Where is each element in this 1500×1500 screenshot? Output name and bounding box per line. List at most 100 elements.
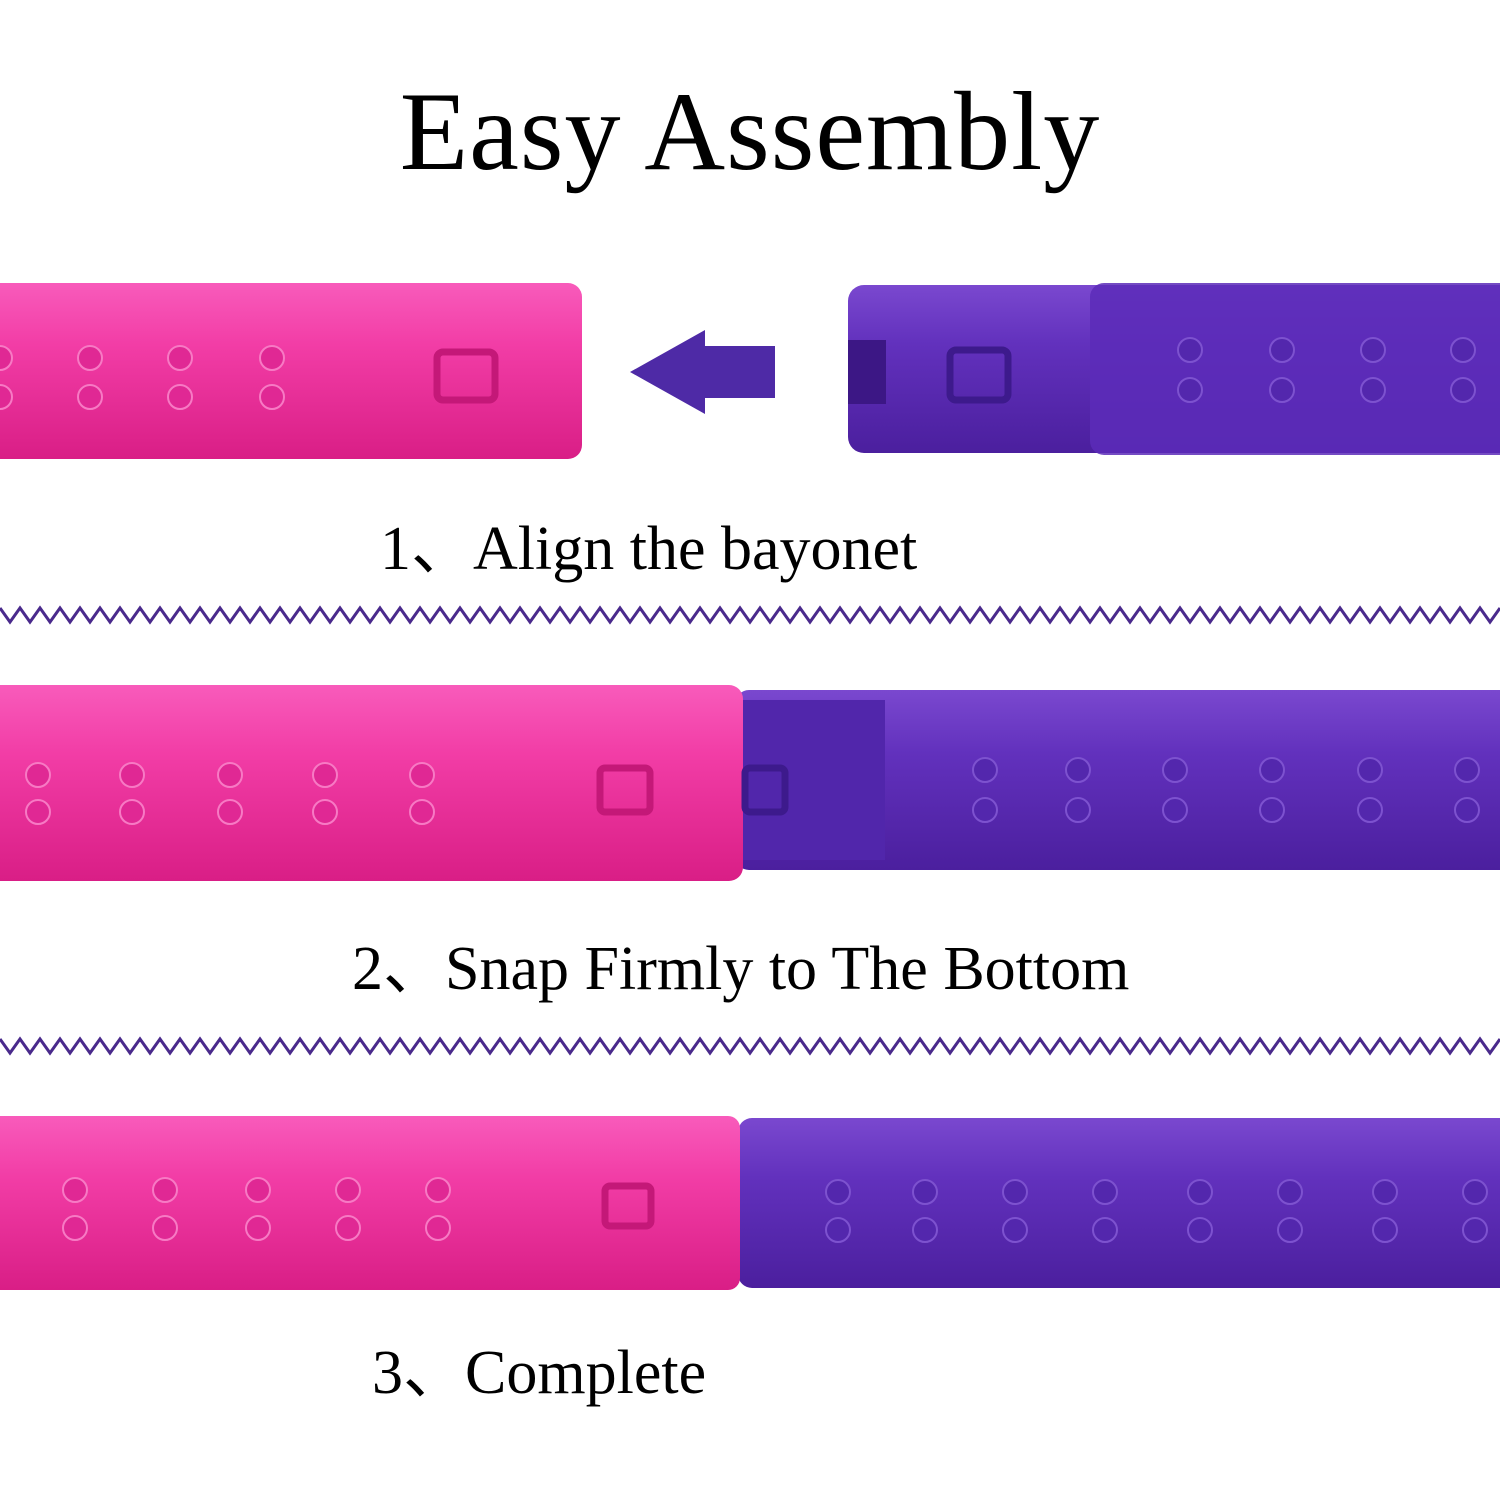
grip-dot [1092,1179,1118,1205]
step-1-label: 1、Align the bayonet [380,514,917,584]
step-text: Snap Firmly to The Bottom [445,935,1130,1003]
grip-dot [1454,797,1480,823]
wave-divider [0,1036,1500,1056]
grip-dot [119,799,145,825]
grip-dot [912,1179,938,1205]
purple-notch [848,340,886,404]
grip-dot [972,757,998,783]
grip-dot [1162,757,1188,783]
grip-dot [409,799,435,825]
grip-dot [312,799,338,825]
step-text: Align the bayonet [473,515,918,583]
grip-dot [167,345,193,371]
pink-tube [0,283,582,459]
grip-dot [245,1215,271,1241]
grip-dot [409,762,435,788]
grip-dot [1277,1179,1303,1205]
purple-tube [738,1118,1500,1288]
grip-dot [259,384,285,410]
grip-dot [25,799,51,825]
grip-dot [1450,377,1476,403]
grip-dot [1259,797,1285,823]
grip-dot [119,762,145,788]
purple-dots [1177,337,1476,403]
grip-dot [1162,797,1188,823]
step2-illustration [0,685,1500,881]
lock-button [596,764,654,816]
grip-dot [1372,1217,1398,1243]
purple-socket [946,346,1012,404]
step-number: 1 [380,515,411,583]
grip-dot [1357,797,1383,823]
purple-dots [825,1179,1488,1243]
grip-dot [1187,1179,1213,1205]
grip-dot [217,799,243,825]
step-separator: 、 [411,515,474,583]
purple-tube-collar [735,700,885,860]
grip-dot [1360,337,1386,363]
grip-dot [335,1177,361,1203]
grip-dot [167,384,193,410]
grip-dot [1187,1217,1213,1243]
grip-dot [1269,377,1295,403]
purple-dots [972,757,1480,823]
grip-dot [425,1177,451,1203]
grip-dot [1462,1217,1488,1243]
grip-dot [912,1217,938,1243]
grip-dot [1065,797,1091,823]
purple-tube [735,690,1500,870]
grip-dot [77,384,103,410]
grip-dot [0,345,13,371]
grip-dot [259,345,285,371]
grip-dot [1462,1179,1488,1205]
pink-dots [0,345,285,410]
grip-dot [312,762,338,788]
step-separator: 、 [383,935,446,1003]
grip-dot [1454,757,1480,783]
grip-dot [1450,337,1476,363]
wave-divider [0,605,1500,625]
pink-tube [0,685,743,881]
lock-button [433,348,499,404]
grip-dot [1002,1217,1028,1243]
grip-dot [1372,1179,1398,1205]
grip-dot [245,1177,271,1203]
page-title: Easy Assembly [399,70,1101,194]
grip-dot [62,1177,88,1203]
step3-illustration [0,1116,1500,1290]
grip-dot [1065,757,1091,783]
step-text: Complete [465,1339,707,1407]
step-2-label: 2、Snap Firmly to The Bottom [352,934,1129,1004]
step-3-label: 3、Complete [372,1338,706,1408]
purple-socket [741,764,789,816]
pink-dots [25,762,435,825]
grip-dot [62,1215,88,1241]
grip-dot [152,1215,178,1241]
step1-illustration [0,283,1500,459]
grip-dot [1092,1217,1118,1243]
pink-tube [0,1116,740,1290]
step-number: 3 [372,1339,403,1407]
purple-tube-sleeve [1090,283,1500,455]
grip-dot [1357,757,1383,783]
grip-dot [0,384,13,410]
grip-dot [1277,1217,1303,1243]
grip-dot [1360,377,1386,403]
grip-dot [335,1215,361,1241]
grip-dot [1259,757,1285,783]
pink-dots [62,1177,451,1241]
grip-dot [972,797,998,823]
grip-dot [425,1215,451,1241]
grip-dot [217,762,243,788]
grip-dot [1177,377,1203,403]
grip-dot [25,762,51,788]
grip-dot [1269,337,1295,363]
grip-dot [152,1177,178,1203]
grip-dot [825,1179,851,1205]
grip-dot [1177,337,1203,363]
step-separator: 、 [403,1339,466,1407]
left-arrow-icon [630,330,775,414]
grip-dot [1002,1179,1028,1205]
grip-dot [825,1217,851,1243]
